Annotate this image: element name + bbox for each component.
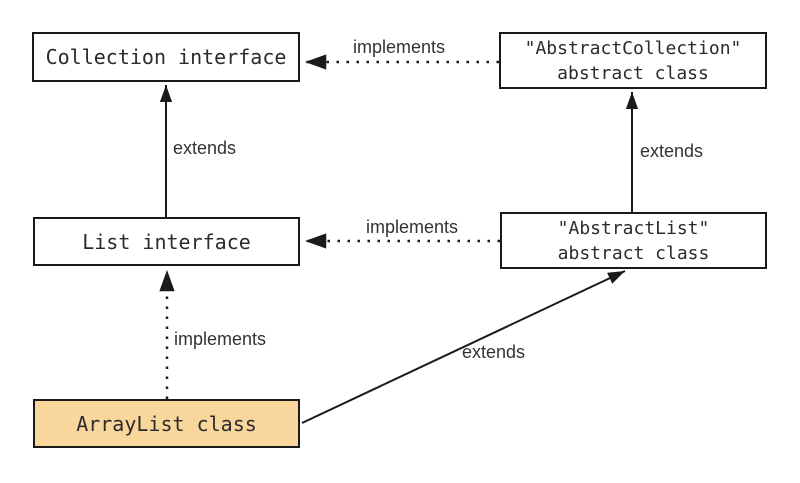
node-arraylist-class: ArrayList class [33,399,300,448]
node-abstractlist-label-line1: "AbstractList" [557,217,710,239]
node-list-interface: List interface [33,217,300,266]
edge-label-implements-bottom: implements [174,329,267,349]
edge-label-extends-diagonal: extends [462,342,526,362]
edge-label-extends-right: extends [640,141,704,161]
edge-label-extends-left: extends [173,138,237,158]
node-collection-interface-label: Collection interface [45,45,287,69]
node-abstractlist-label-line2: abstract class [557,242,710,264]
node-abstractcollection-label-line1: "AbstractCollection" [524,37,742,59]
node-abstractcollection-abstract-class: "AbstractCollection" abstract class [499,32,767,89]
node-abstractlist-abstract-class: "AbstractList" abstract class [500,212,767,269]
edge-extends-arraylist-to-abstractlist [301,270,626,424]
node-abstractcollection-label-line2: abstract class [557,62,709,84]
edge-label-implements-middle: implements [365,217,459,237]
node-arraylist-class-label: ArrayList class [76,411,257,436]
node-list-interface-label: List interface [82,229,251,254]
edge-label-implements-top: implements [352,37,446,57]
node-collection-interface: Collection interface [32,32,300,82]
